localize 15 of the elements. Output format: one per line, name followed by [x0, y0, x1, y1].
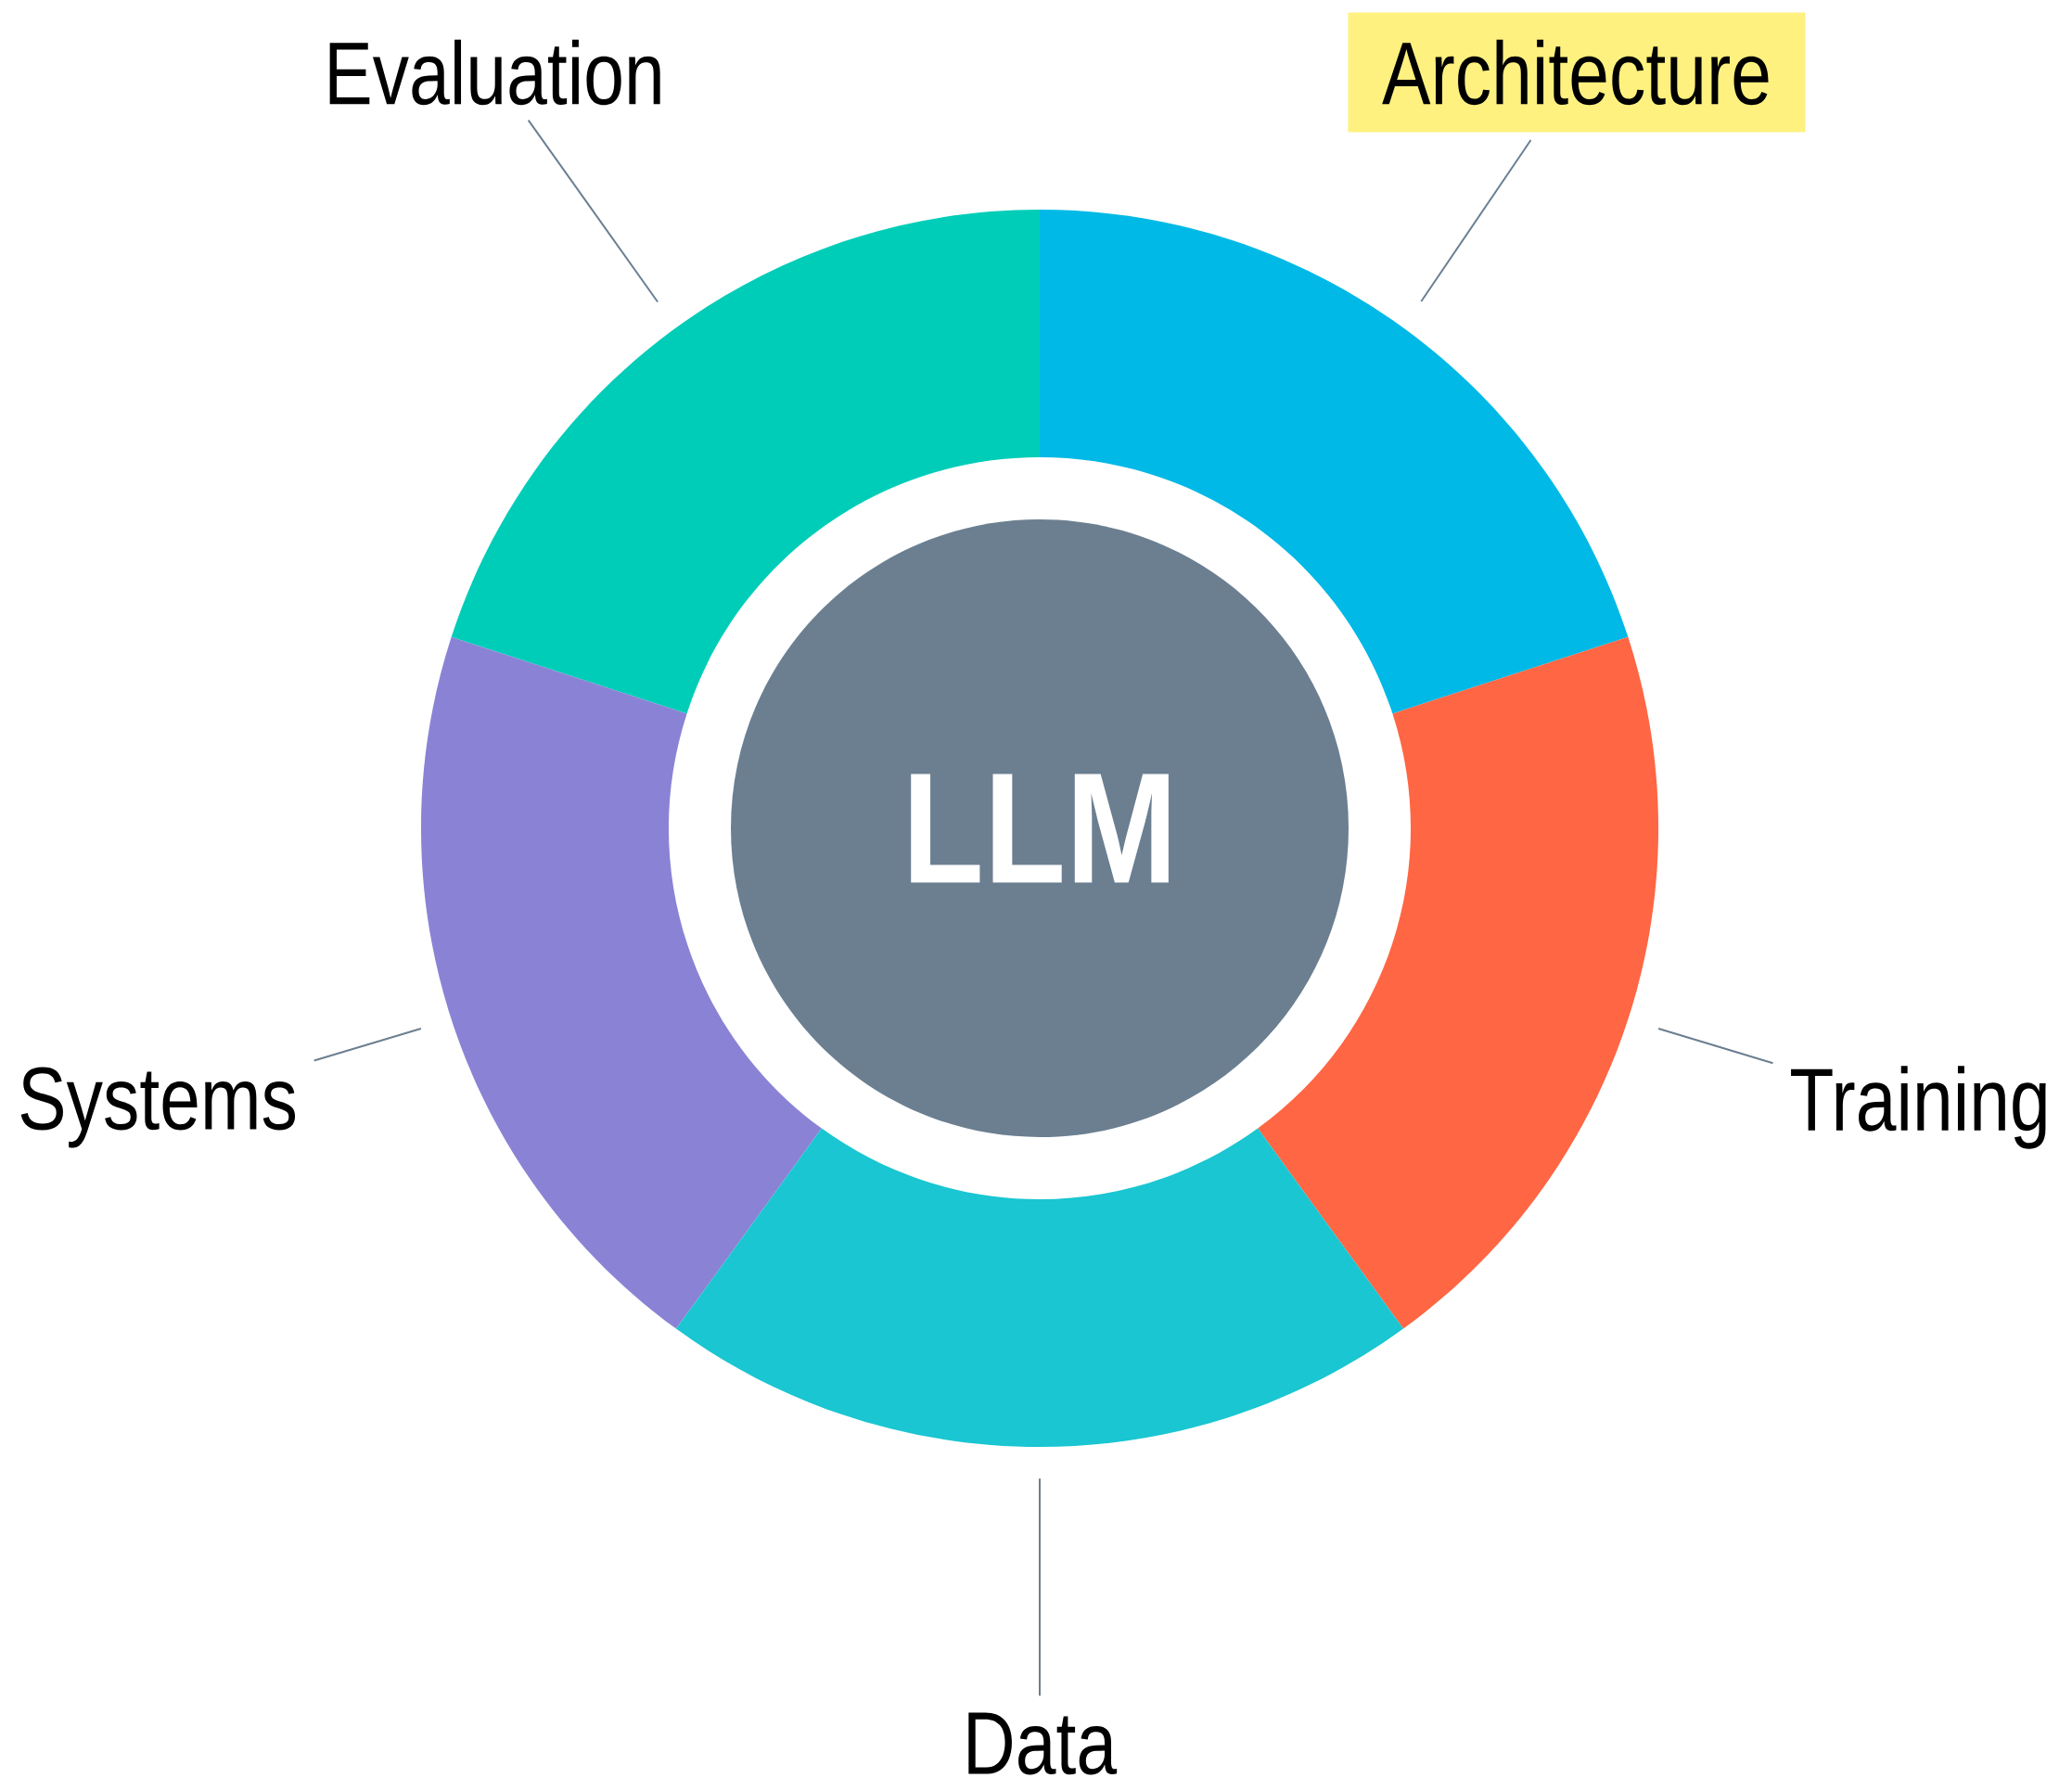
leader-line [527, 119, 659, 303]
segment-label: Evaluation [329, 39, 660, 106]
leader-line [313, 1027, 422, 1062]
segment-label: Systems [20, 1067, 296, 1148]
leader-line [1657, 1028, 1774, 1065]
highlighted-label: Architecture [1348, 12, 1806, 133]
ring-segment [1040, 210, 1629, 714]
segment-label: Data [968, 1712, 1118, 1775]
ring-segment [451, 210, 1040, 714]
leader-line [1420, 138, 1532, 303]
ring-segment [675, 1128, 1404, 1447]
ring-segment [1258, 636, 1659, 1329]
ring-segment [420, 636, 822, 1329]
segment-label: Training [1791, 1066, 2046, 1149]
leader-line [1039, 1478, 1041, 1697]
